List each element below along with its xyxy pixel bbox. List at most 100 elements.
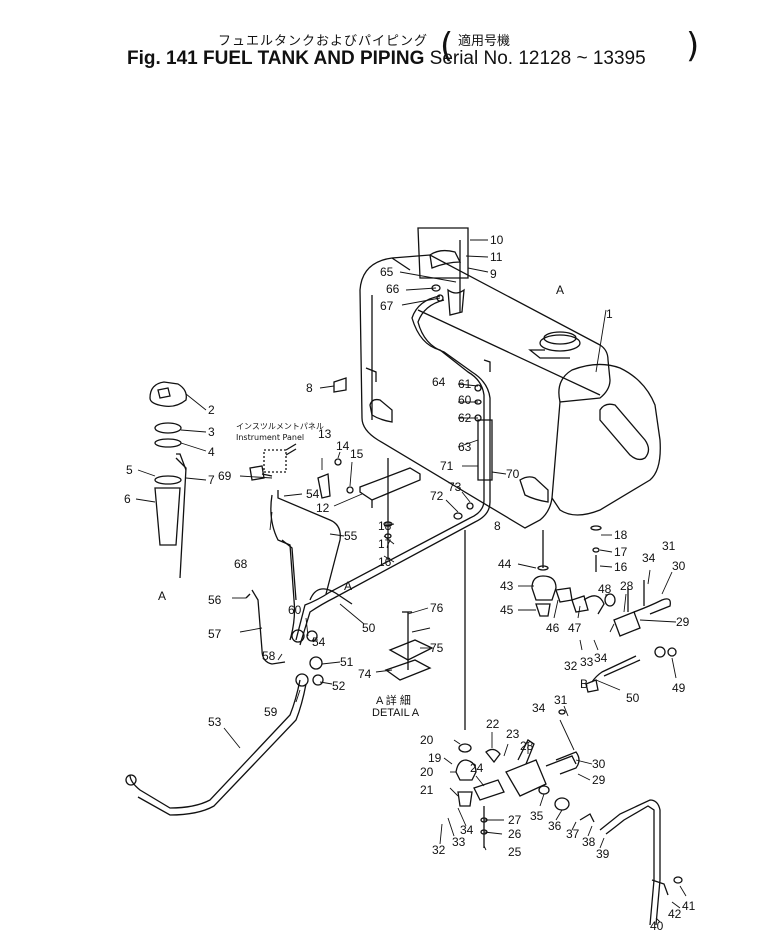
part-label: 72: [430, 489, 444, 503]
japanese-serial-label: 適用号機: [458, 34, 511, 49]
part-label: 29: [676, 615, 690, 629]
part-label: 68: [234, 557, 248, 571]
part-label: 21: [420, 783, 434, 797]
part-label: 36: [548, 819, 562, 833]
part-label: 42: [668, 907, 682, 921]
part-label: 44: [498, 557, 512, 571]
part-label: 31: [662, 539, 676, 553]
part-label: 71: [440, 459, 454, 473]
part-label: 63: [458, 440, 472, 454]
vent-pipe: [245, 589, 286, 665]
pipe-fittings: [291, 588, 353, 687]
lower-valve-assembly: [455, 709, 683, 926]
part-label: 50: [626, 691, 640, 705]
part-label: 65: [380, 265, 394, 279]
part-label: 45: [500, 603, 514, 617]
part-label: 55: [344, 529, 358, 543]
part-label: 27: [508, 813, 522, 827]
part-label: 8: [306, 381, 313, 395]
part-label: 14: [336, 439, 350, 453]
part-label: 54: [306, 487, 320, 501]
part-label: 31: [554, 693, 568, 707]
long-return-pipe: [125, 679, 307, 816]
part-label: 28: [520, 739, 534, 753]
open-paren: (: [440, 26, 454, 66]
view-marker: A: [556, 283, 564, 297]
part-label: 33: [452, 835, 466, 849]
figure-title: Fig. 141 FUEL TANK AND PIPING Serial No.…: [127, 48, 646, 70]
shutoff-valve-upper: [585, 580, 677, 693]
view-marker: A: [344, 579, 352, 593]
part-label: 4: [208, 445, 215, 459]
part-label: 32: [432, 843, 446, 857]
part-label: 34: [532, 701, 546, 715]
part-label: 37: [566, 827, 580, 841]
part-label: 53: [208, 715, 222, 729]
part-label: 34: [594, 651, 608, 665]
part-label: 47: [568, 621, 582, 635]
part-label: 3: [208, 425, 215, 439]
tank-side-pipes: [295, 295, 493, 730]
detail-a-label-en: DETAIL A: [372, 707, 420, 719]
part-label: 39: [596, 847, 610, 861]
part-label: 54: [312, 635, 326, 649]
part-label: 73: [448, 480, 462, 494]
part-label: 8: [494, 519, 501, 533]
close-paren: ): [686, 26, 700, 66]
part-label: 17: [614, 545, 628, 559]
leader-lines: [135, 239, 687, 923]
part-label: 57: [208, 627, 222, 641]
part-label: 58: [262, 649, 276, 663]
part-label: 41: [682, 899, 696, 913]
part-label: 15: [350, 447, 364, 461]
part-label: 20: [420, 765, 434, 779]
part-label: 2: [208, 403, 215, 417]
part-label: 50: [362, 621, 376, 635]
part-label: 16: [614, 560, 628, 574]
part-label: 74: [358, 667, 372, 681]
fuel-tank: [359, 254, 661, 529]
part-label: 18: [614, 528, 628, 542]
part-label: 32: [564, 659, 578, 673]
bracket-bolts: [317, 458, 602, 572]
part-label: 40: [650, 919, 664, 933]
part-label: 28: [620, 579, 634, 593]
part-label: 69: [218, 469, 232, 483]
detail-a-label-jp: A 詳 細: [376, 693, 411, 707]
japanese-title: フュエルタンクおよびパイピング: [218, 34, 429, 49]
part-label: 34: [642, 551, 656, 565]
part-label: 70: [506, 467, 520, 481]
part-label: 49: [672, 681, 686, 695]
view-marker: B: [580, 677, 588, 691]
part-label: 11: [490, 250, 503, 264]
gauge-pipes: [270, 490, 341, 641]
part-label: 18: [378, 519, 392, 533]
part-label: 10: [490, 233, 504, 247]
part-label: 52: [332, 679, 346, 693]
part-label: 76: [430, 601, 444, 615]
instrument-panel-label-en: Instrument Panel: [236, 433, 304, 442]
part-label: 20: [420, 733, 434, 747]
part-label: 29: [592, 773, 606, 787]
part-label: 33: [580, 655, 594, 669]
part-label: 35: [530, 809, 544, 823]
instrument-panel-label-jp: インスツルメントパネル: [236, 422, 324, 431]
part-label: 5: [126, 463, 133, 477]
part-label: 19: [428, 751, 442, 765]
part-label: 17: [378, 537, 392, 551]
detail-a-clamp: [384, 611, 434, 681]
part-label: 9: [490, 267, 497, 281]
part-label: 67: [380, 299, 394, 313]
part-label: 7: [208, 473, 215, 487]
top-bracket: [417, 227, 469, 316]
view-markers: A A A B: [158, 283, 588, 691]
part-label: 60: [288, 603, 302, 617]
part-label: 48: [598, 582, 612, 596]
part-label: 34: [460, 823, 474, 837]
fuel-cap-assembly: [149, 381, 187, 579]
part-label: 62: [458, 411, 472, 425]
part-label: 25: [508, 845, 522, 859]
title-text: FUEL TANK AND PIPING: [203, 48, 425, 69]
